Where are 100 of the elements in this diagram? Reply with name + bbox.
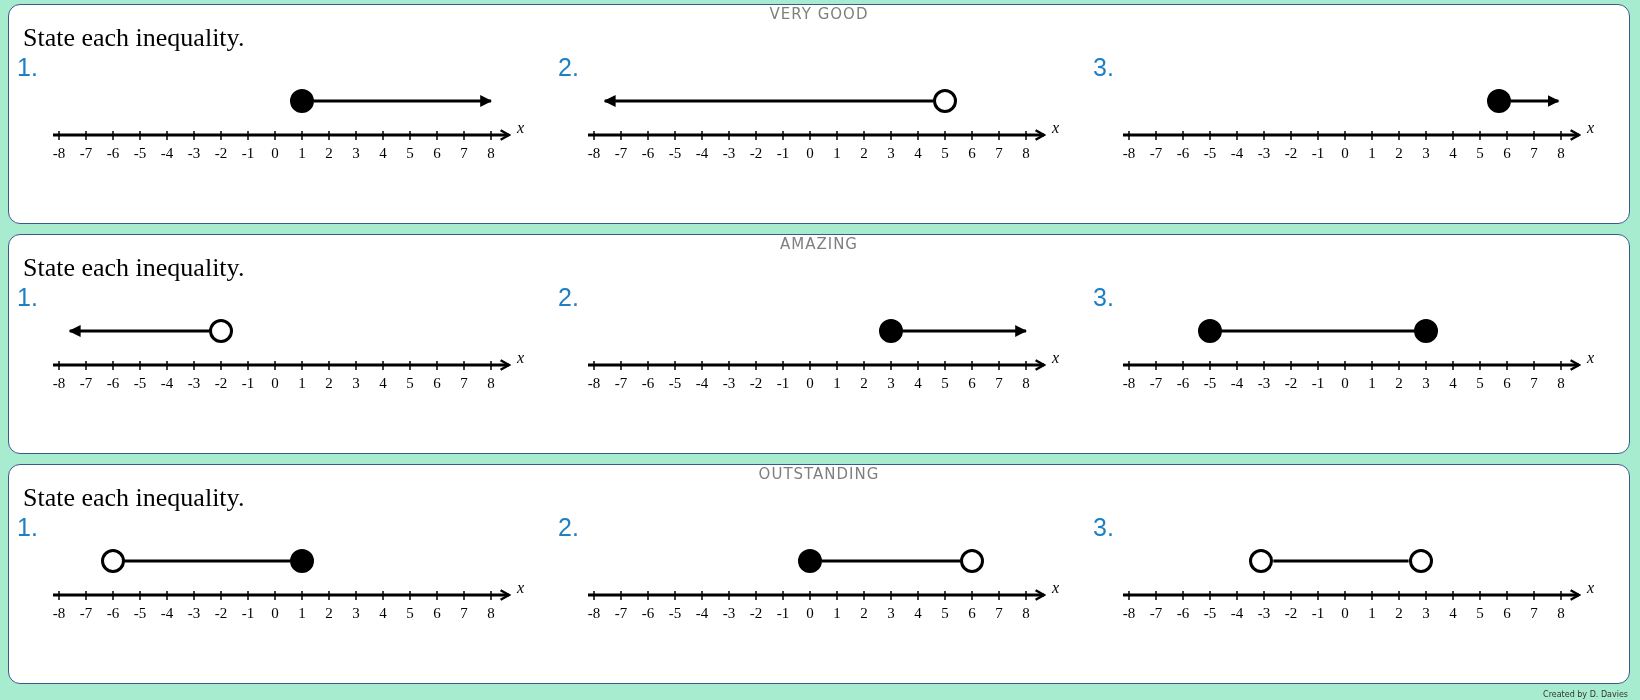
question-number: 3.	[1093, 283, 1114, 312]
tick-label: -5	[667, 145, 683, 162]
tick-label: 6	[1502, 375, 1512, 392]
tick-label: 5	[405, 145, 415, 162]
tick-label: -1	[1310, 605, 1326, 622]
tick-label: 7	[1529, 145, 1539, 162]
tick-label: 5	[405, 375, 415, 392]
ray-arrow	[68, 325, 209, 337]
tick-label: 1	[832, 145, 842, 162]
panel-heading: VERY GOOD	[768, 5, 870, 23]
panel-heading: OUTSTANDING	[757, 465, 881, 483]
tick-label: 8	[486, 605, 496, 622]
tick-label: -1	[775, 145, 791, 162]
question-number: 3.	[1093, 513, 1114, 542]
tick-label: -5	[132, 605, 148, 622]
closed-dot	[1198, 319, 1222, 343]
tick-label: 6	[432, 145, 442, 162]
question-number: 1.	[17, 283, 38, 312]
tick-label: 2	[1394, 605, 1404, 622]
tick-label: -2	[213, 145, 229, 162]
tick-label: -6	[105, 375, 121, 392]
closed-dot	[290, 549, 314, 573]
tick-label: -4	[694, 375, 710, 392]
tick-label: 4	[1448, 605, 1458, 622]
tick-label: 0	[805, 605, 815, 622]
tick-label: -4	[159, 375, 175, 392]
tick-label: 7	[1529, 605, 1539, 622]
question-number: 1.	[17, 513, 38, 542]
tick-label: 6	[1502, 605, 1512, 622]
tick-label: -7	[1148, 145, 1164, 162]
axis-label: x	[1587, 119, 1595, 137]
tick-label: -2	[748, 605, 764, 622]
tick-label: 8	[1021, 605, 1031, 622]
tick-label: -2	[748, 375, 764, 392]
tick-label: -3	[186, 375, 202, 392]
tick-label: 4	[913, 145, 923, 162]
tick-label: -5	[132, 375, 148, 392]
tick-label: -6	[105, 145, 121, 162]
tick-label: 8	[486, 375, 496, 392]
tick-label: 4	[1448, 145, 1458, 162]
tick-label: -3	[186, 145, 202, 162]
tick-label: 0	[1340, 145, 1350, 162]
instruction-text: State each inequality.	[23, 23, 245, 53]
tick-label: 0	[805, 375, 815, 392]
tick-label: -1	[240, 145, 256, 162]
tick-label: 8	[1021, 145, 1031, 162]
axis-label: x	[517, 579, 525, 597]
tick-label: -8	[51, 375, 67, 392]
tick-label: -3	[721, 145, 737, 162]
worksheet-panel	[8, 234, 1630, 454]
tick-label: -6	[640, 145, 656, 162]
tick-label: -4	[1229, 145, 1245, 162]
tick-label: 0	[805, 145, 815, 162]
tick-label: -1	[1310, 145, 1326, 162]
axis-label: x	[1052, 349, 1060, 367]
tick-label: -6	[1175, 145, 1191, 162]
tick-label: -4	[694, 605, 710, 622]
tick-label: -4	[1229, 375, 1245, 392]
axis-label: x	[1587, 579, 1595, 597]
tick-label: 8	[1556, 375, 1566, 392]
tick-label: 0	[1340, 375, 1350, 392]
tick-label: -8	[586, 375, 602, 392]
closed-dot	[1414, 319, 1438, 343]
tick-label: -3	[1256, 375, 1272, 392]
tick-label: 0	[270, 605, 280, 622]
tick-label: -7	[78, 145, 94, 162]
tick-label: 5	[1475, 375, 1485, 392]
tick-label: 7	[994, 375, 1004, 392]
tick-label: -4	[159, 145, 175, 162]
tick-label: 4	[378, 145, 388, 162]
closed-dot	[290, 89, 314, 113]
panel-heading: AMAZING	[779, 235, 859, 253]
tick-label: 8	[1556, 145, 1566, 162]
tick-label: 7	[994, 145, 1004, 162]
tick-label: 8	[1556, 605, 1566, 622]
ray-arrow	[314, 95, 493, 107]
open-dot	[933, 89, 957, 113]
tick-label: -7	[78, 375, 94, 392]
tick-label: 7	[459, 145, 469, 162]
tick-label: -2	[1283, 375, 1299, 392]
tick-label: 0	[270, 375, 280, 392]
tick-label: -5	[1202, 375, 1218, 392]
tick-label: 4	[1448, 375, 1458, 392]
tick-label: 6	[432, 605, 442, 622]
question-number: 2.	[558, 283, 579, 312]
tick-label: 6	[432, 375, 442, 392]
tick-label: -2	[748, 145, 764, 162]
tick-label: 2	[1394, 375, 1404, 392]
tick-label: -5	[667, 375, 683, 392]
tick-label: 1	[832, 375, 842, 392]
tick-label: 2	[859, 145, 869, 162]
tick-label: -6	[640, 375, 656, 392]
worksheet-panel	[8, 464, 1630, 684]
tick-label: -7	[1148, 605, 1164, 622]
tick-label: -7	[1148, 375, 1164, 392]
tick-label: -1	[240, 375, 256, 392]
tick-label: -8	[1121, 605, 1137, 622]
tick-label: -4	[159, 605, 175, 622]
tick-label: -6	[1175, 375, 1191, 392]
ray-arrow	[1510, 95, 1560, 107]
